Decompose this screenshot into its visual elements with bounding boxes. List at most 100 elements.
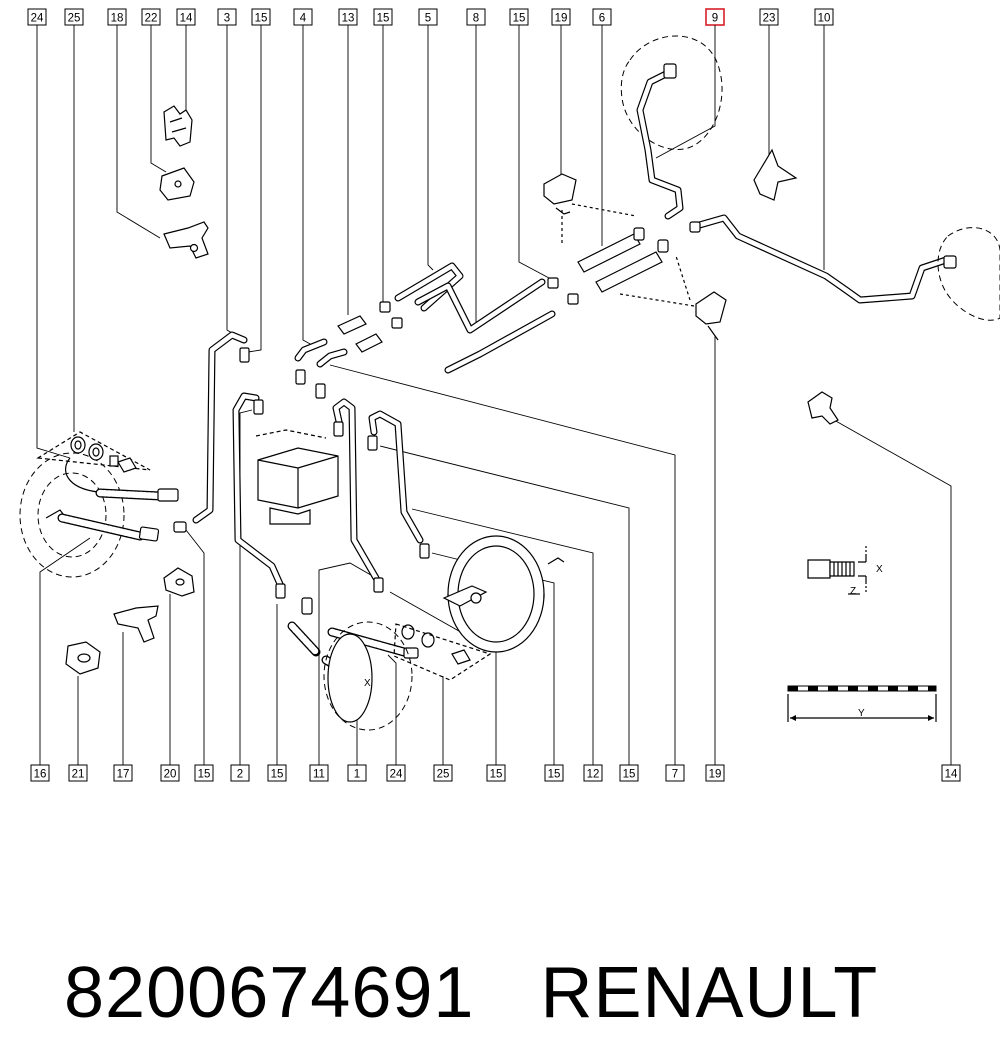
clip-14-right[interactable] xyxy=(807,391,839,425)
fitting-dimension-detail: X Z xyxy=(807,546,883,597)
brake-pipe-9[interactable] xyxy=(636,63,684,220)
callout-2-bottom[interactable]: 2 xyxy=(230,764,250,782)
svg-text:15: 15 xyxy=(377,13,390,25)
callout-15-top-c[interactable]: 15 xyxy=(509,8,529,26)
wheel-cylinder-right[interactable] xyxy=(442,557,565,607)
svg-text:23: 23 xyxy=(763,13,776,25)
callout-1-bottom[interactable]: 1 xyxy=(347,764,367,782)
bracket-18[interactable] xyxy=(163,221,209,259)
bracket-22[interactable] xyxy=(159,167,195,201)
svg-text:15: 15 xyxy=(623,769,636,781)
svg-text:19: 19 xyxy=(709,769,722,781)
svg-text:24: 24 xyxy=(390,769,403,781)
svg-text:15: 15 xyxy=(490,769,503,781)
bracket-20[interactable] xyxy=(163,567,195,597)
pressure-regulator-block[interactable] xyxy=(255,429,339,525)
brake-pipe-10[interactable] xyxy=(689,214,957,304)
callout-8-top[interactable]: 8 xyxy=(466,8,486,26)
svg-text:3: 3 xyxy=(224,13,230,25)
brand-name: RENAULT xyxy=(540,953,879,1033)
front-left-wheel-outline xyxy=(19,452,125,578)
callout-24-bottom[interactable]: 24 xyxy=(386,764,406,782)
svg-text:19: 19 xyxy=(555,13,568,25)
callout-3-top[interactable]: 3 xyxy=(217,8,237,26)
brake-pipe-exploded-diagram: 24 25 18 22 14 3 15 4 13 15 5 8 15 19 6 … xyxy=(19,8,1000,782)
seal-washers-25-right[interactable] xyxy=(393,623,492,681)
svg-text:1: 1 xyxy=(354,769,360,781)
callout-22-top[interactable]: 22 xyxy=(141,8,161,26)
callout-13-top[interactable]: 13 xyxy=(338,8,358,26)
brake-hose-25-upper[interactable] xyxy=(36,431,179,502)
svg-text:17: 17 xyxy=(117,769,130,781)
scale-label-y: Y xyxy=(858,708,865,719)
callout-14-top[interactable]: 14 xyxy=(176,8,196,26)
brake-pipe-3[interactable] xyxy=(192,331,248,524)
union-fittings-15[interactable] xyxy=(239,277,579,599)
brake-pipe-4[interactable] xyxy=(294,338,328,362)
callout-25-top[interactable]: 25 xyxy=(64,8,84,26)
bracket-23[interactable] xyxy=(753,148,798,201)
svg-text:8: 8 xyxy=(473,13,479,25)
union-nut-15-left[interactable] xyxy=(173,521,187,533)
callout-15-bottom-c[interactable]: 15 xyxy=(486,764,506,782)
svg-text:18: 18 xyxy=(111,13,124,25)
callout-15-bottom-a[interactable]: 15 xyxy=(194,764,214,782)
brake-pipe-11[interactable] xyxy=(332,398,380,582)
callout-12-bottom[interactable]: 12 xyxy=(583,764,603,782)
brake-pipe-12[interactable] xyxy=(368,410,424,544)
flow-arrows xyxy=(561,203,695,307)
svg-text:16: 16 xyxy=(34,769,47,781)
svg-text:5: 5 xyxy=(425,13,431,25)
bracket-17[interactable] xyxy=(113,605,159,643)
svg-text:15: 15 xyxy=(255,13,268,25)
callout-11-bottom[interactable]: 11 xyxy=(309,764,329,782)
brake-hose-16-lower[interactable] xyxy=(45,509,160,542)
svg-text:25: 25 xyxy=(437,769,450,781)
brake-pipe-8[interactable] xyxy=(414,278,556,374)
callout-10-top[interactable]: 10 xyxy=(814,8,834,26)
rear-wheel-outline-9 xyxy=(620,35,723,150)
callout-23-top[interactable]: 23 xyxy=(759,8,779,26)
callout-9-top-highlighted[interactable]: 9 xyxy=(705,8,725,26)
svg-text:10: 10 xyxy=(818,13,831,25)
dim-label-x: X xyxy=(876,564,883,575)
callout-15-bottom-b[interactable]: 15 xyxy=(267,764,287,782)
callout-21-bottom[interactable]: 21 xyxy=(68,764,88,782)
front-right-wheel-outline xyxy=(323,621,413,731)
svg-text:2: 2 xyxy=(237,769,243,781)
svg-text:12: 12 xyxy=(587,769,600,781)
callout-6-top[interactable]: 6 xyxy=(592,8,612,26)
callout-14-bottom[interactable]: 14 xyxy=(941,764,961,782)
castle-nut-21[interactable] xyxy=(65,641,101,675)
clip-bracket-14[interactable] xyxy=(163,105,193,147)
callout-25-bottom[interactable]: 25 xyxy=(433,764,453,782)
callout-18-top[interactable]: 18 xyxy=(107,8,127,26)
callout-15-top-a[interactable]: 15 xyxy=(251,8,271,26)
callout-15-bottom-e[interactable]: 15 xyxy=(619,764,639,782)
bracket-19-lower[interactable] xyxy=(695,291,727,341)
callout-5-top[interactable]: 5 xyxy=(418,8,438,26)
brake-pipe-7[interactable] xyxy=(316,348,348,368)
callout-16-bottom[interactable]: 16 xyxy=(30,764,50,782)
callout-15-bottom-d[interactable]: 15 xyxy=(544,764,564,782)
callout-17-bottom[interactable]: 17 xyxy=(113,764,133,782)
callout-15-top-b[interactable]: 15 xyxy=(373,8,393,26)
connector-13[interactable] xyxy=(337,315,383,353)
tube-assembly-6[interactable] xyxy=(577,227,669,293)
callout-4-top[interactable]: 4 xyxy=(293,8,313,26)
svg-text:11: 11 xyxy=(313,769,325,781)
callout-19-top[interactable]: 19 xyxy=(551,8,571,26)
brake-pipe-2[interactable] xyxy=(232,392,284,588)
callout-24-top[interactable]: 24 xyxy=(27,8,47,26)
svg-text:22: 22 xyxy=(145,13,158,25)
callout-19-bottom[interactable]: 19 xyxy=(705,764,725,782)
svg-text:24: 24 xyxy=(31,13,44,25)
callout-20-bottom[interactable]: 20 xyxy=(160,764,180,782)
callout-7-bottom[interactable]: 7 xyxy=(665,764,685,782)
bracket-19-top[interactable] xyxy=(543,173,577,215)
bottom-callouts: 16 21 17 20 15 2 15 11 1 24 25 15 15 12 … xyxy=(30,764,961,782)
seal-washers-25[interactable] xyxy=(70,436,137,473)
svg-text:15: 15 xyxy=(271,769,284,781)
svg-text:7: 7 xyxy=(672,769,678,781)
